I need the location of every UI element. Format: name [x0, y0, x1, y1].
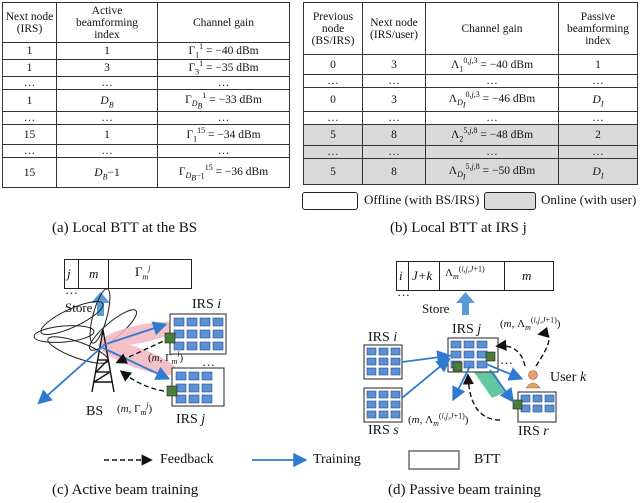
feedback-arrow-top: [535, 326, 550, 367]
table-row: … … … …: [303, 145, 638, 159]
store-arrow-c: [91, 292, 110, 316]
btt-cell-lambda: Λm(i,j,J+1): [445, 264, 485, 282]
table-row: 15 1 Γ115 = −34 dBm: [2, 124, 290, 145]
training-arrow-to-irs-r: [489, 369, 515, 403]
label-irs-r-d: IRS r: [518, 424, 549, 439]
label-feedback-bottom-d: (m, Λm(i,j,J+1)): [408, 411, 469, 429]
caption-d: (d) Passive beam training: [388, 482, 541, 498]
label-irs-s-d: IRS s: [368, 423, 399, 438]
table-row: … … …: [2, 76, 290, 90]
cell-gain: ΛDI5,j,8 = −50 dBm: [425, 158, 559, 185]
table-row: 0 3 Λ10,j,3 = −40 dBm 1: [303, 54, 638, 75]
training-arrow-s-to-j: [401, 357, 451, 399]
table-row: 1 DB ΓDB1 = −33 dBm: [2, 89, 290, 112]
irs-panel-j-c: [166, 367, 225, 407]
irs-panel-i-c: [164, 313, 227, 355]
label-feedback-i-c: (m, Γmi): [148, 349, 184, 367]
cell-index: DI: [558, 87, 638, 112]
cell-gain: ΓDB−115 = −36 dBm: [157, 157, 290, 188]
training-arrow-to-user: [485, 363, 524, 381]
btt-cell-gain: Γmj: [135, 263, 151, 282]
caption-a: (a) Local BTT at the BS: [52, 220, 198, 236]
table-row: 5 8 Λ25,j,8 = −48 dBm 2: [303, 124, 638, 146]
irs-panel-j-d: [447, 337, 499, 373]
legend-online-swatch: [484, 192, 536, 210]
training-arrow-j-down: [452, 365, 471, 402]
label-irs-j-c: IRS j: [176, 412, 206, 427]
table-row: 1 3 Γ31 = −35 dBm: [2, 59, 290, 77]
cell-gain: Γ31 = −35 dBm: [157, 59, 290, 77]
table-row: 15 DB−1 ΓDB−115 = −36 dBm: [2, 157, 290, 188]
btt-box-d: [396, 261, 554, 291]
btt-cell-i: i: [399, 268, 403, 283]
btt-dots-c: …: [65, 282, 78, 297]
label-feedback-top-d: (m, Λm(i,j,J+1)): [500, 315, 561, 333]
cell-node: 15: [2, 157, 57, 188]
feedback-arrow-j: [119, 370, 173, 393]
irs-panel-i-d: [363, 344, 403, 380]
cell-index: DB−1: [56, 157, 158, 188]
label-user-k: User k: [550, 370, 587, 385]
feedback-arrow-bottom: [462, 373, 501, 421]
legend-training-label: Training: [313, 452, 361, 467]
table-row: … … …: [2, 111, 290, 125]
store-arrow-d: [456, 292, 475, 315]
caption-c: (c) Active beam training: [52, 482, 199, 498]
btt-cell-j: j: [67, 266, 71, 281]
feedback-arrow-user: [495, 339, 526, 367]
header-channel-gain: Channel gain: [425, 2, 559, 55]
legend-btt-label: BTT: [474, 452, 501, 467]
training-arrow-i-to-j: [401, 350, 452, 365]
ellipsis-d: …: [500, 352, 513, 367]
legend-btt-box: [408, 450, 460, 470]
label-irs-i-c: IRS i: [192, 297, 222, 312]
legend-online-label: Online (with user): [541, 192, 637, 207]
btt-cell-m: m: [522, 268, 532, 283]
header-channel-gain: Channel gain: [157, 2, 290, 43]
caption-b: (b) Local BTT at IRS j: [390, 220, 527, 236]
label-feedback-j-c: (m, Γmj): [117, 400, 153, 418]
user-icon: [525, 370, 541, 389]
btt-cell-m: m: [89, 266, 99, 281]
training-arrow-left: [37, 345, 104, 405]
irs-panel-r-d: [512, 391, 557, 423]
cell-next: 8: [362, 158, 426, 185]
bs-tower-icon: [91, 329, 115, 393]
cell-prev: 5: [303, 158, 363, 185]
table-row: 5 8 ΛDI5,j,8 = −50 dBm DI: [303, 158, 638, 185]
cell-index: DI: [558, 158, 638, 185]
legend-offline-swatch: [302, 192, 358, 210]
ellipsis-c: …: [202, 354, 215, 369]
btt-dots-d: …: [397, 284, 410, 299]
label-bs: BS: [86, 404, 104, 419]
label-irs-j-d: IRS j: [452, 322, 482, 337]
header-next-node: Next node(IRS): [2, 2, 57, 43]
label-irs-i-d: IRS i: [368, 330, 398, 345]
legend-offline-label: Offline (with BS/IRS): [364, 192, 480, 207]
feedback-arrow-i: [115, 337, 171, 364]
legend-feedback-label: Feedback: [160, 452, 214, 467]
training-arrow-to-irs-j: [102, 347, 171, 380]
btt-cell-jk: J+k: [412, 268, 433, 283]
irs-panel-s-d: [363, 387, 403, 423]
store-label-d: Store: [422, 301, 450, 316]
training-arrow-to-irs-i: [102, 321, 168, 346]
cell-gain: Λ25,j,8 = −48 dBm: [425, 124, 559, 146]
btt-box-c: [64, 259, 192, 289]
table-row: … … … …: [303, 74, 638, 88]
